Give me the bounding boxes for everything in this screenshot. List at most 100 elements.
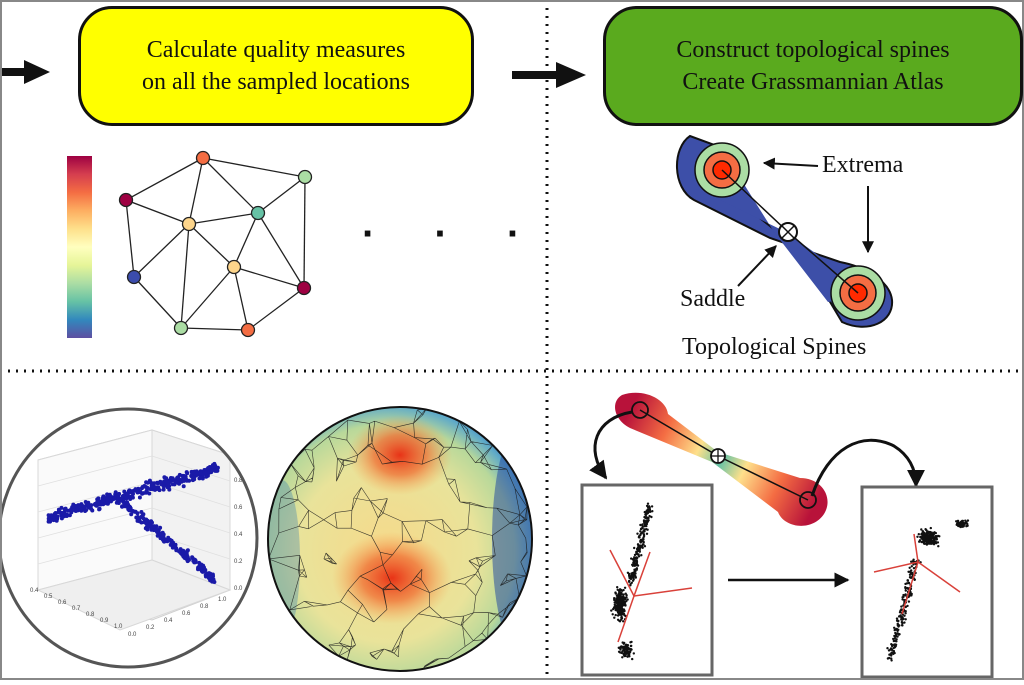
scatter-point	[144, 489, 149, 494]
scatter-point	[144, 521, 149, 526]
projection-point	[936, 534, 940, 538]
projection-point	[901, 622, 904, 625]
scatter-point	[70, 505, 75, 510]
scatter-point	[183, 477, 188, 482]
projection-point	[901, 596, 904, 599]
projection-point	[911, 571, 914, 575]
scatter-point	[94, 503, 99, 508]
scatter-point	[199, 569, 204, 573]
y-tick-label: 0.8	[200, 604, 209, 610]
projection-point	[639, 533, 642, 537]
scatter-point	[161, 539, 166, 544]
scatter-point	[131, 509, 135, 514]
step-box-quality-measures: Calculate quality measures on all the sa…	[78, 6, 474, 126]
projection-point	[893, 635, 896, 638]
projection-point	[639, 530, 642, 533]
scatter-point	[150, 520, 154, 525]
x-tick-label: 0.5	[44, 594, 53, 600]
scatter-point	[125, 491, 130, 496]
projection-point	[639, 523, 642, 527]
step-box-spines-line2: Create Grassmannian Atlas	[682, 69, 944, 95]
scatter-point	[165, 539, 170, 544]
projection-point	[633, 546, 636, 550]
scatter-point	[166, 481, 171, 486]
scatter-point	[83, 509, 88, 513]
projection-point	[614, 613, 617, 617]
scatter-point	[96, 496, 101, 501]
projection-axis	[617, 595, 635, 643]
projection-point	[643, 545, 647, 548]
scatter-point	[135, 490, 140, 495]
scatter-point	[55, 514, 60, 519]
step-box-spines-line1: Construct topological spines	[676, 37, 950, 63]
projection-point	[633, 561, 636, 565]
projection-point	[923, 537, 926, 540]
scatter-point	[98, 502, 103, 507]
projection-point	[622, 645, 625, 648]
projection-point	[921, 533, 925, 536]
projection-point	[904, 612, 907, 615]
label-saddle: Saddle	[680, 286, 746, 312]
projection-point	[621, 595, 624, 598]
projection-point	[611, 613, 614, 616]
scatter-point	[69, 509, 74, 514]
scatter-point	[105, 497, 110, 502]
scatter-point	[144, 524, 149, 529]
graph-node	[195, 150, 211, 166]
x-tick-label: 0.6	[58, 600, 67, 606]
projection-axis	[633, 587, 693, 597]
scatter-point	[198, 475, 203, 480]
projection-point	[910, 569, 913, 572]
projection-point	[900, 615, 903, 618]
scatter-point	[211, 574, 215, 579]
grassmannian-sphere	[267, 406, 533, 672]
projection-point	[621, 641, 624, 644]
projection-point	[616, 602, 619, 605]
graph-node	[118, 192, 134, 208]
projection-point	[920, 537, 924, 540]
projection-point	[612, 607, 615, 611]
projection-point	[897, 615, 901, 618]
projection-point	[625, 600, 628, 603]
scatter-point	[139, 486, 144, 491]
scatter-point	[177, 477, 182, 482]
projection-point	[917, 533, 920, 536]
projection-axis	[913, 533, 919, 563]
scatter-point	[210, 468, 215, 472]
scatter-point	[130, 489, 135, 494]
projection-point	[626, 644, 630, 647]
z-tick-label: 1.0	[234, 451, 243, 457]
projection-point	[642, 536, 645, 539]
projection-point	[624, 592, 627, 595]
projection-point	[619, 651, 622, 654]
scatter-point	[128, 497, 133, 501]
step-box-quality-line2: on all the sampled locations	[142, 69, 410, 95]
projection-point	[614, 591, 617, 594]
projection-point	[615, 597, 618, 600]
scatter-point	[53, 511, 58, 515]
saddle-marker	[778, 222, 798, 242]
scatter-point	[160, 481, 165, 486]
label-extrema: Extrema	[822, 152, 904, 178]
projection-point	[931, 534, 934, 538]
projection-point	[630, 581, 633, 584]
projection-point	[635, 568, 638, 571]
projection-point	[890, 648, 894, 652]
projection-point	[642, 519, 646, 522]
projection-point	[921, 530, 924, 533]
projection-point	[645, 511, 648, 515]
projection-point	[908, 573, 912, 576]
scatter-point	[206, 466, 211, 470]
scatter-point	[189, 473, 194, 478]
sample-mesh-graph	[118, 150, 313, 338]
projection-point	[903, 621, 906, 624]
projection-point	[623, 586, 627, 589]
scatter-point	[155, 529, 160, 534]
projection-point	[619, 588, 623, 592]
scatter-point	[177, 472, 182, 477]
scatter-point	[207, 571, 211, 576]
projection-point	[620, 618, 623, 621]
projection-point	[910, 594, 913, 597]
